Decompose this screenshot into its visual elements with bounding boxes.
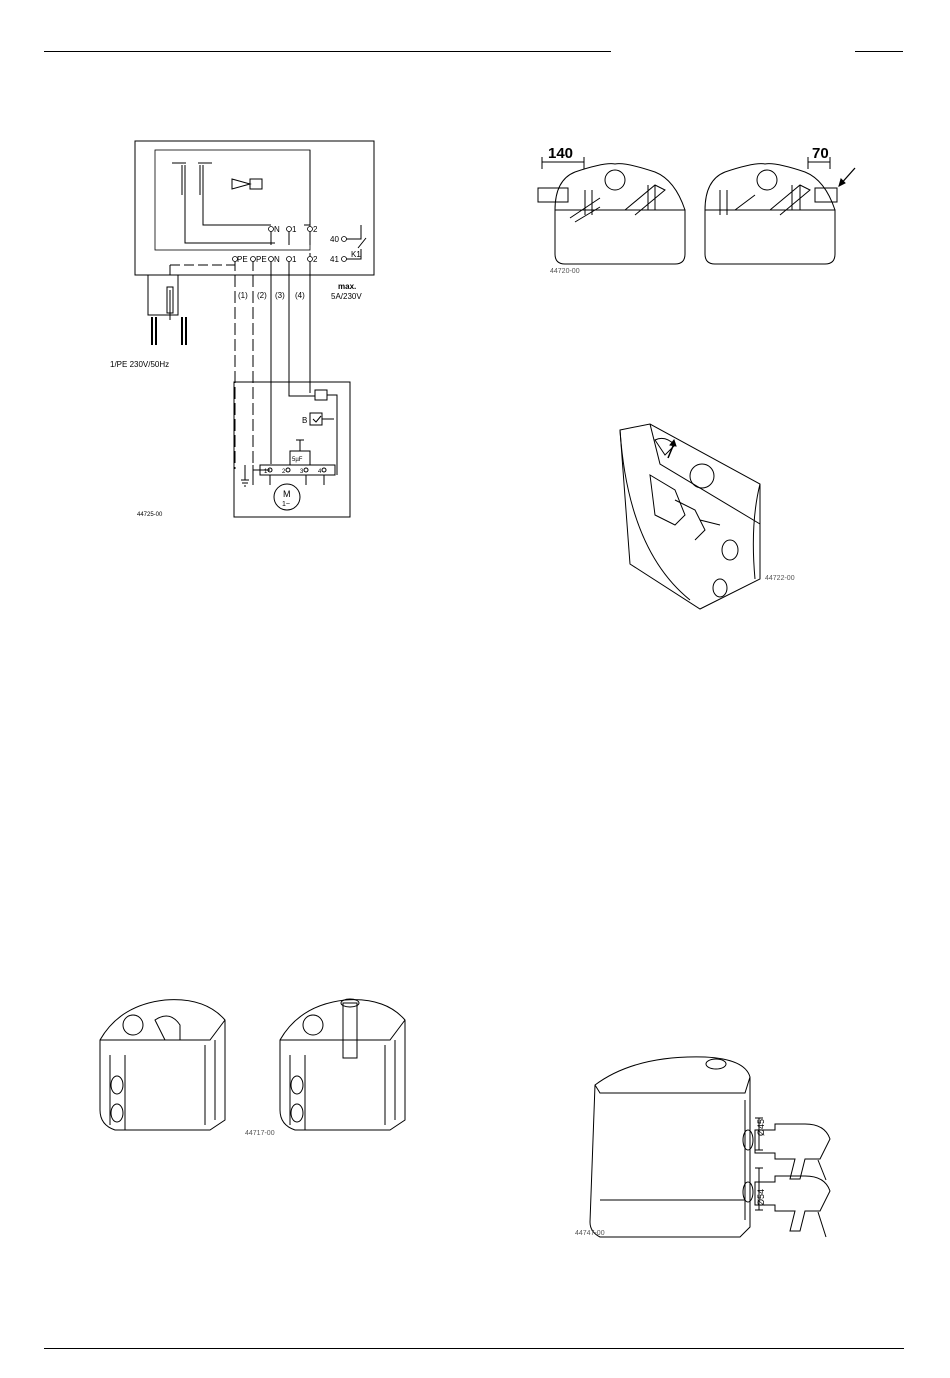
terminal-bottom-pe1: PE	[237, 255, 248, 264]
motor-label: M	[283, 489, 291, 499]
terminal-bottom-2: 2	[313, 255, 318, 264]
vent-figure: 44717-00	[95, 995, 415, 1145]
motor-sublabel: 1~	[282, 501, 290, 508]
terminal-bottom-n: N	[274, 255, 280, 264]
hole-diameter-45: Ø45	[756, 1119, 766, 1136]
header-rule-right	[855, 51, 903, 52]
motor-terminal-4: 4	[318, 469, 322, 475]
wire-label-2: (2)	[257, 291, 267, 300]
wiring-figure-code: 44725-00	[137, 512, 163, 518]
wire-label-1: (1)	[238, 291, 248, 300]
supply-label: 1/PE 230V/50Hz	[110, 360, 169, 369]
dimension-140: 140	[548, 145, 573, 162]
relay-contact-41: 41	[330, 255, 339, 264]
switch-label: B	[302, 416, 307, 425]
terminal-top-n: N	[274, 225, 280, 234]
hole-diameter-54: Ø54	[756, 1189, 766, 1206]
motor-terminal-3: 3	[300, 469, 304, 475]
wire-label-4: (4)	[295, 291, 305, 300]
inlet-figure-code: 44720-00	[550, 268, 580, 275]
relay-label: K1	[351, 250, 361, 259]
wiring-diagram: N 1 2 PE PE N 1 2 40 41 K1 (1) (2) (3) (…	[110, 135, 390, 520]
terminal-top-2: 2	[313, 225, 318, 234]
drill-figure-code: 44747-00	[575, 1230, 605, 1237]
capacitor-label: 5µF	[292, 457, 303, 463]
vent-figure-code: 44717-00	[245, 1130, 275, 1137]
relay-contact-40: 40	[330, 235, 339, 244]
open-unit-figure: 44722-00	[610, 420, 800, 615]
open-unit-figure-code: 44722-00	[765, 575, 795, 582]
footer-rule	[44, 1348, 904, 1349]
terminal-bottom-pe2: PE	[256, 255, 267, 264]
terminal-top-1: 1	[292, 225, 297, 234]
wire-label-3: (3)	[275, 291, 285, 300]
terminal-bottom-1: 1	[292, 255, 297, 264]
dimension-70: 70	[812, 145, 829, 162]
contact-rating-max: max.	[338, 282, 356, 291]
inlet-dimension-figure: 140 70 44720-00	[530, 140, 860, 275]
header-rule-left	[44, 51, 611, 52]
drill-figure: Ø45 Ø54 44747-00	[570, 1050, 850, 1250]
motor-terminal-2: 2	[282, 469, 286, 475]
contact-rating-value: 5A/230V	[331, 292, 362, 301]
